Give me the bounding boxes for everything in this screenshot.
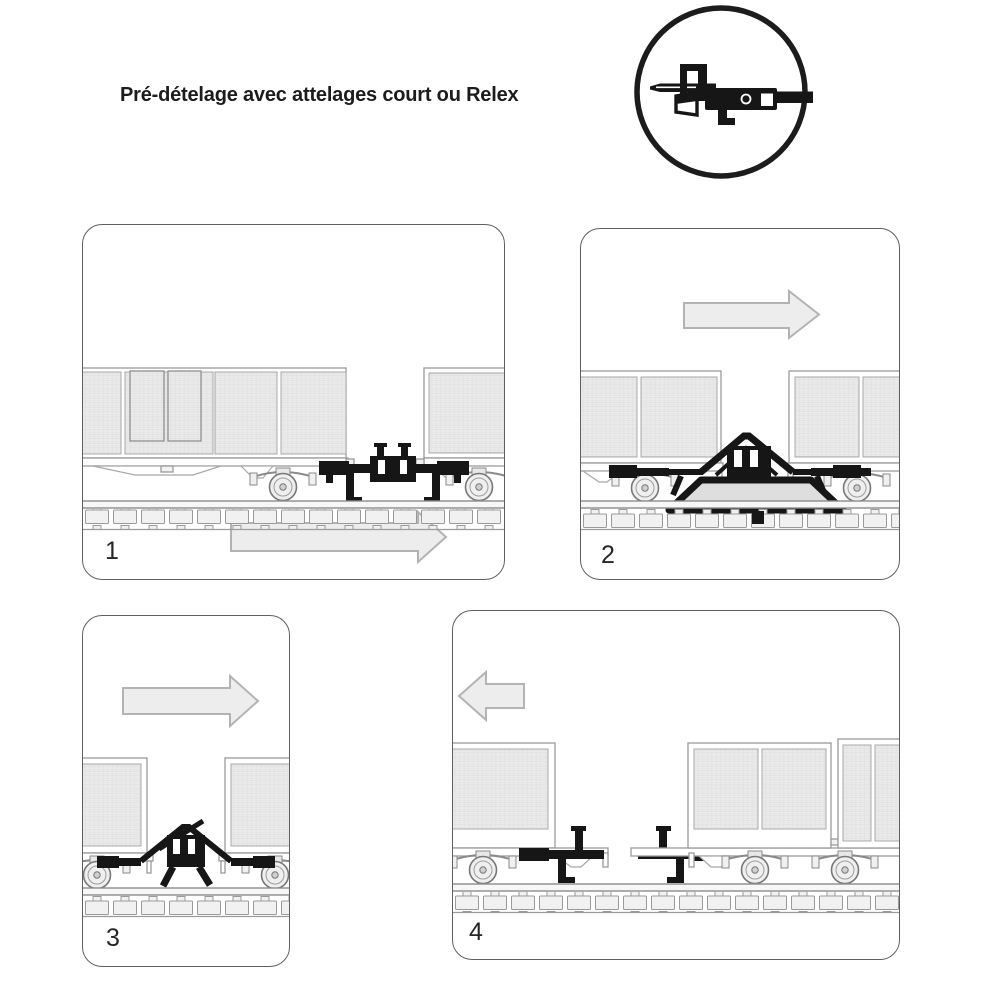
direction-arrow-icon xyxy=(122,673,260,729)
railway-track xyxy=(453,883,899,914)
wagon-left xyxy=(453,742,609,885)
coupler-detail-inset xyxy=(630,2,820,182)
page-title: Pré-dételage avec attelages court ou Rel… xyxy=(120,84,519,106)
coupler-left xyxy=(519,826,604,883)
panel-step-4: 4 xyxy=(452,610,900,960)
wagon-right xyxy=(630,738,899,885)
scene-step-1 xyxy=(83,367,504,565)
track-magnet xyxy=(752,511,764,524)
railway-track xyxy=(83,500,504,531)
coupler-raised xyxy=(97,818,275,888)
panel-step-2: 2 xyxy=(580,228,900,580)
wagon-left xyxy=(83,757,154,890)
scene-step-4 xyxy=(453,669,899,914)
coupler-silhouette xyxy=(650,64,813,125)
wagon-left xyxy=(83,367,355,502)
step-number: 4 xyxy=(469,918,483,946)
direction-arrow-icon xyxy=(683,288,821,341)
direction-arrow-icon xyxy=(457,669,525,723)
railway-track xyxy=(83,887,289,918)
wagon-right xyxy=(218,757,289,890)
step-number: 1 xyxy=(105,537,119,565)
scene-step-3 xyxy=(83,673,289,918)
step-number: 2 xyxy=(601,541,615,569)
step-number: 3 xyxy=(106,924,120,952)
coupler-coupled xyxy=(319,443,469,503)
relex-coupler-icon xyxy=(634,5,813,179)
wagon-left xyxy=(581,370,724,503)
railway-track xyxy=(581,500,899,531)
panel-step-1: 1 xyxy=(82,224,505,580)
scene-step-2 xyxy=(581,288,899,531)
panel-step-3: 3 xyxy=(82,615,290,967)
